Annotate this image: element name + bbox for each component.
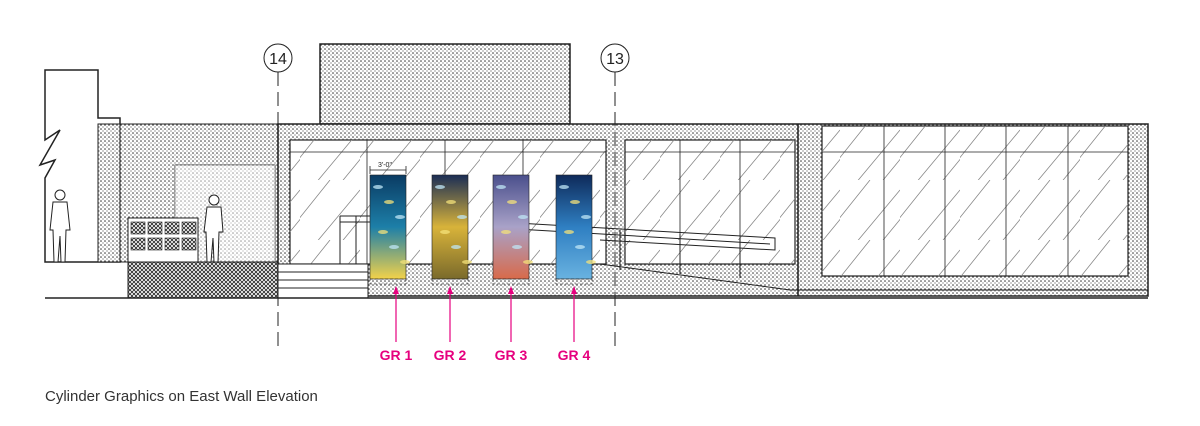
leader-arrow-3 bbox=[508, 286, 514, 342]
person-figure-1 bbox=[49, 189, 71, 263]
dimension-label: 3'-0" bbox=[378, 162, 392, 169]
gridline-13: 13 bbox=[600, 43, 630, 350]
base-plinth bbox=[127, 261, 279, 299]
cylinder-label-2: GR 2 bbox=[434, 347, 467, 363]
gridline-14: 14 bbox=[263, 43, 293, 350]
cylinder-graphic-3 bbox=[492, 174, 533, 285]
cylinder-graphic-2 bbox=[431, 174, 472, 285]
bench bbox=[127, 217, 199, 263]
steps bbox=[277, 263, 369, 299]
gridline-14-label: 14 bbox=[269, 51, 287, 68]
ramp-railing bbox=[339, 215, 1148, 291]
far-right-glazing bbox=[821, 125, 1129, 277]
leader-group: GR 1 GR 2 GR 3 GR 4 bbox=[380, 286, 591, 363]
gridline-13-label: 13 bbox=[606, 51, 624, 68]
cylinder-label-3: GR 3 bbox=[495, 347, 528, 363]
leader-arrow-2 bbox=[447, 286, 453, 342]
cylinder-graphic-4 bbox=[555, 174, 596, 285]
cylinder-label-1: GR 1 bbox=[380, 347, 413, 363]
leader-arrow-4 bbox=[571, 286, 577, 342]
dimension-marker: 3'-0" bbox=[369, 162, 407, 174]
person-figure-2 bbox=[203, 194, 224, 263]
cylinder-graphic-1 bbox=[369, 174, 410, 285]
cylinder-label-4: GR 4 bbox=[558, 347, 591, 363]
cylinder-group bbox=[369, 174, 596, 285]
right-glazing bbox=[624, 139, 796, 265]
figure-caption: Cylinder Graphics on East Wall Elevation bbox=[45, 388, 318, 405]
upper-block bbox=[319, 43, 571, 125]
leader-arrow-1 bbox=[393, 286, 399, 342]
